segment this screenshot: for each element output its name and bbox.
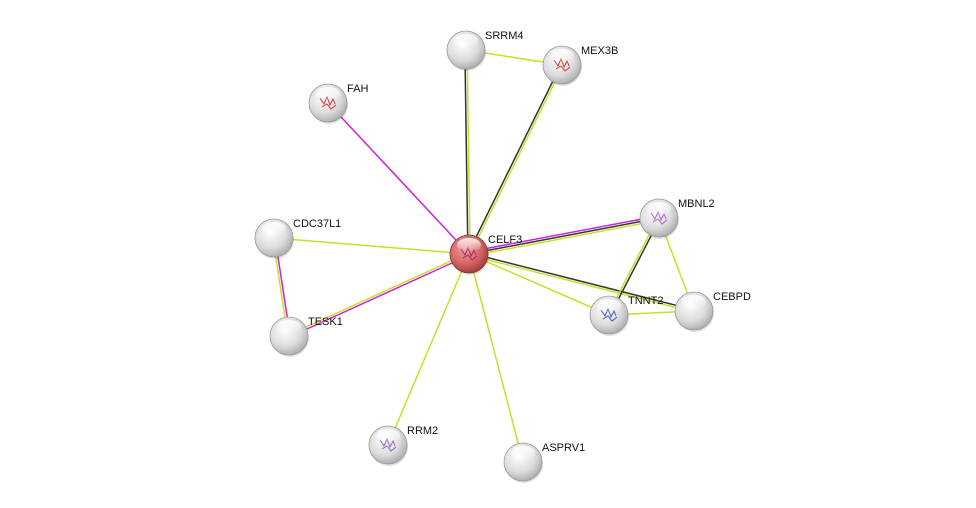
node-highlight xyxy=(277,320,301,334)
node-srrm4[interactable]: SRRM4 xyxy=(446,30,524,71)
edge-experiments-line xyxy=(468,215,659,253)
node-fah[interactable]: FAH xyxy=(308,83,368,124)
edge-textmining-line xyxy=(469,219,660,257)
node-highlight xyxy=(682,295,706,309)
edge-celf3-asprv1[interactable] xyxy=(468,253,524,463)
node-highlight xyxy=(457,238,481,252)
edge-textmining-line xyxy=(468,253,524,463)
edge-textmining-line xyxy=(468,253,610,316)
node-label: TNNT2 xyxy=(628,295,663,307)
node-highlight xyxy=(454,34,478,48)
edge-coexpression-line xyxy=(464,50,469,255)
node-label: CEBPD xyxy=(713,291,751,303)
node-tnnt2[interactable]: TNNT2 xyxy=(589,295,663,336)
node-label: FAH xyxy=(347,83,368,95)
edge-coexpression-line xyxy=(468,217,660,255)
edge-textmining-line xyxy=(468,254,694,313)
node-mex3b[interactable]: MEX3B xyxy=(542,45,618,86)
node-highlight xyxy=(316,87,340,101)
edge-celf3-mex3b[interactable] xyxy=(467,64,564,255)
node-highlight xyxy=(550,49,574,63)
edge-textmining-line xyxy=(387,253,470,446)
edge-celf3-fah[interactable] xyxy=(327,102,470,255)
edge-textmining-line xyxy=(466,49,471,254)
node-label: MBNL2 xyxy=(678,198,715,210)
node-highlight xyxy=(597,299,621,313)
edge-celf3-rrm2[interactable] xyxy=(387,253,470,446)
edge-textmining-line xyxy=(273,237,470,255)
edge-experiments-line xyxy=(289,254,470,338)
node-label: SRRM4 xyxy=(485,30,524,42)
node-cebpd[interactable]: CEBPD xyxy=(674,291,751,332)
node-highlight xyxy=(376,429,400,443)
node-cdc37l1[interactable]: CDC37L1 xyxy=(254,218,341,259)
edge-celf3-cebpd[interactable] xyxy=(468,252,695,313)
edge-coexpression-line xyxy=(467,64,562,254)
edge-celf3-tesk1[interactable] xyxy=(288,252,470,338)
node-label: TESK1 xyxy=(308,316,343,328)
node-label: CDC37L1 xyxy=(293,218,341,230)
node-label: MEX3B xyxy=(581,45,618,57)
node-celf3[interactable]: CELF3 xyxy=(449,234,522,275)
edge-experiments-line xyxy=(327,102,470,255)
edge-celf3-tnnt2[interactable] xyxy=(468,253,610,316)
node-label: ASPRV1 xyxy=(542,442,585,454)
node-mbnl2[interactable]: MBNL2 xyxy=(639,198,715,239)
node-highlight xyxy=(262,222,286,236)
node-rrm2[interactable]: RRM2 xyxy=(368,425,438,466)
edge-celf3-cdc37l1[interactable] xyxy=(273,237,470,255)
node-highlight xyxy=(647,202,671,216)
node-label: CELF3 xyxy=(488,234,522,246)
node-highlight xyxy=(511,446,535,460)
edge-coexpression-line xyxy=(469,252,695,311)
edge-textmining-line xyxy=(469,65,564,255)
edge-celf3-srrm4[interactable] xyxy=(464,49,471,255)
node-asprv1[interactable]: ASPRV1 xyxy=(503,442,585,483)
edge-celf3-mbnl2[interactable] xyxy=(468,215,660,257)
node-tesk1[interactable]: TESK1 xyxy=(269,316,343,357)
edge-textmining-line xyxy=(288,252,469,336)
node-label: RRM2 xyxy=(407,425,438,437)
